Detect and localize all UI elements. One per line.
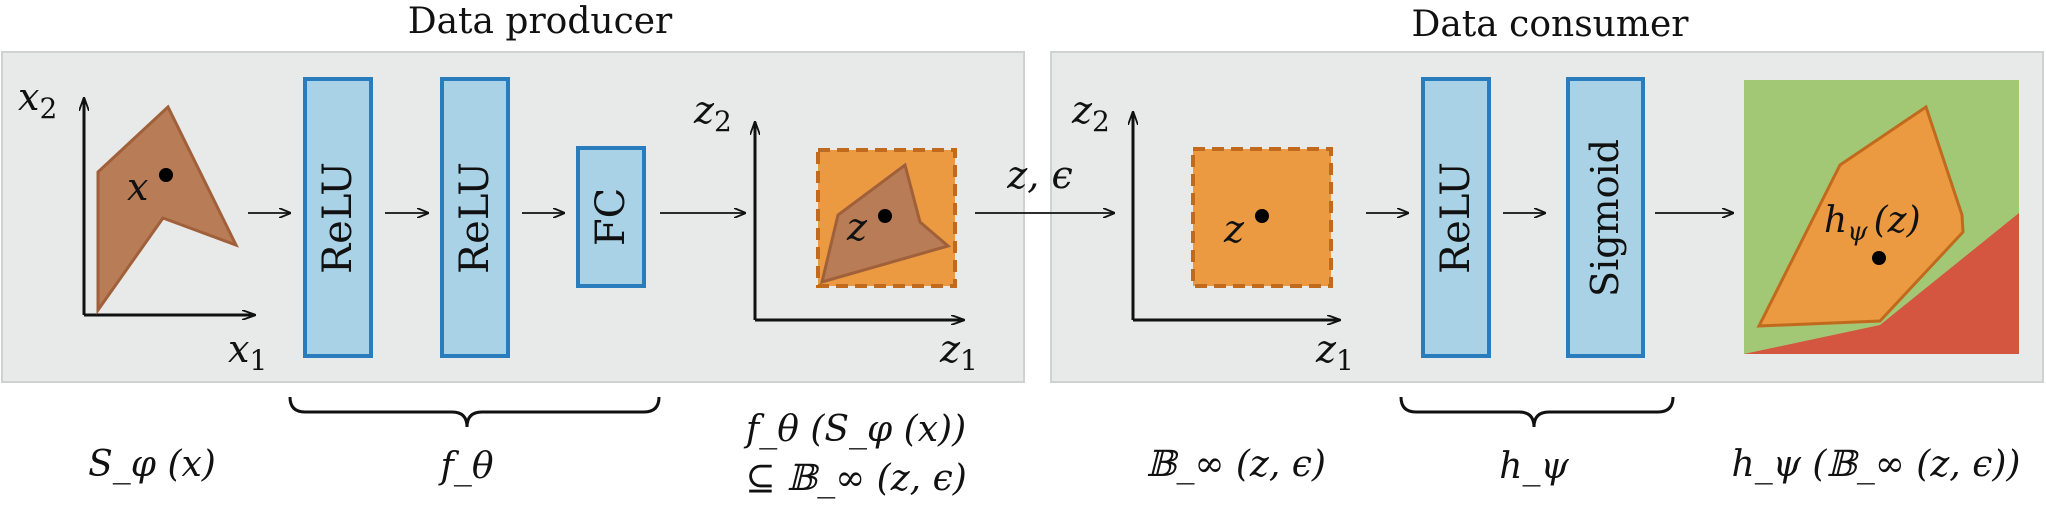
producer-block-label-3: FC xyxy=(588,188,634,246)
caption-image-line2: ⊆ 𝔹_∞ (z, ϵ) xyxy=(745,458,967,499)
caption-output: h_ψ (𝔹_∞ (z, ϵ)) xyxy=(1732,444,2021,485)
output-point-label: hψ(z) xyxy=(1824,200,1921,247)
input-space-plot: x2 x1 x xyxy=(18,75,267,377)
consumer-block-label-2: Sigmoid xyxy=(1583,139,1627,297)
producer-block-label-1: ReLU xyxy=(315,162,361,274)
latent-point-label: z xyxy=(846,205,868,249)
consumer-y-axis-label: z2 xyxy=(1071,88,1110,138)
latent-x-axis-label: z1 xyxy=(939,327,978,377)
consumer-latent-plot: z2 z1 z xyxy=(1071,88,1354,377)
producer-relu-block-1: ReLU xyxy=(303,77,373,358)
producer-block-label-2: ReLU xyxy=(452,162,498,274)
producer-relu-block-2: ReLU xyxy=(440,77,510,358)
consumer-network-brace xyxy=(1399,396,1675,428)
consumer-relu-block: ReLU xyxy=(1421,77,1491,358)
latent-y-axis-label: z2 xyxy=(693,88,732,138)
caption-image-line1: f_θ (S_φ (x)) xyxy=(743,409,966,450)
latent-point xyxy=(878,209,892,223)
caption-consumer-net: h_ψ xyxy=(1499,446,1569,487)
consumer-point xyxy=(1255,209,1269,223)
producer-title: Data producer xyxy=(408,1,673,42)
output-red-region xyxy=(1744,213,2019,354)
output-decision-plot: hψ(z) xyxy=(1744,80,2019,354)
input-point xyxy=(159,168,173,182)
producer-fc-block: FC xyxy=(576,146,646,288)
output-image-polygon xyxy=(1756,104,1965,328)
latent-space-plot: z2 z1 z xyxy=(693,88,978,377)
consumer-point-label: z xyxy=(1223,207,1245,251)
input-x-axis-label: x1 xyxy=(228,327,267,377)
caption-producer-net: f_θ xyxy=(438,446,494,487)
latent-image-polygon xyxy=(819,162,952,285)
consumer-x-axis-label: z1 xyxy=(1315,327,1354,377)
consumer-title: Data consumer xyxy=(1411,4,1689,45)
input-y-axis-label: x2 xyxy=(18,75,57,125)
output-point xyxy=(1872,251,1886,265)
producer-network-brace xyxy=(288,396,661,428)
input-set-polygon xyxy=(96,104,240,315)
consumer-sigmoid-block: Sigmoid xyxy=(1566,77,1645,358)
consumer-block-label-1: ReLU xyxy=(1433,162,1479,274)
caption-box: 𝔹_∞ (z, ϵ) xyxy=(1146,444,1326,485)
input-point-label: x xyxy=(127,165,148,209)
caption-input-set: S_φ (x) xyxy=(88,444,216,485)
transmission-label: z, ϵ xyxy=(1006,153,1072,197)
